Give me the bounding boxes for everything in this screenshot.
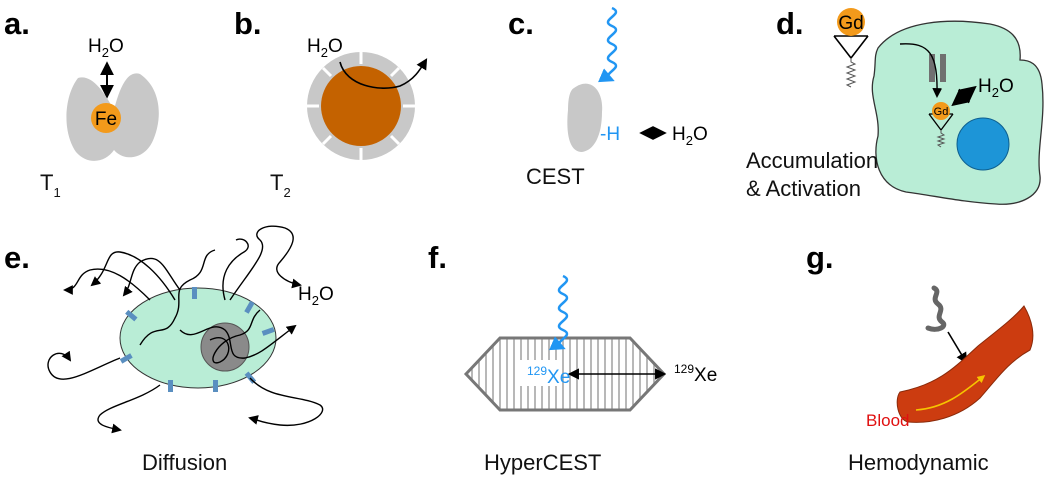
gd-label: Gd [838, 13, 863, 34]
gd-chelate-icon: Gd [833, 8, 869, 88]
panel-label-e: e. [4, 240, 30, 275]
xe-inside-label: 129Xe [527, 364, 570, 388]
diffusion-paths [47, 225, 324, 434]
caption-f: HyperCEST [484, 450, 601, 475]
cell-body [871, 20, 1044, 205]
caption-d-line1: Accumulation [746, 148, 878, 173]
squiggle-wave-icon [598, 6, 618, 83]
iron-oxide-core [321, 66, 401, 146]
caption-e: Diffusion [142, 450, 227, 475]
panel-label-g: g. [806, 240, 834, 275]
uptake-arrow [899, 43, 943, 98]
ion-channel-right [940, 54, 946, 82]
caption-a: T1 [40, 170, 61, 200]
exchangeable-proton: -H [600, 124, 620, 145]
panel-g: g. Blood Hemodynamic [806, 240, 1034, 475]
blood-flow-arrow [915, 374, 986, 411]
blood-label: Blood [866, 411, 909, 430]
coating-segments [307, 52, 415, 160]
panel-label-a: a. [4, 6, 30, 41]
panel-label-f: f. [428, 240, 447, 275]
delivery-arrow [947, 331, 968, 364]
caption-c: CEST [526, 164, 585, 189]
panel-f: f. 129Xe 129Xe HyperCEST [428, 240, 717, 475]
iron-label: Fe [95, 109, 117, 130]
gd-label-small: Gd [934, 106, 949, 118]
panel-a: a. H2O Fe T1 [4, 6, 159, 200]
water-label-d: H2O [978, 76, 1014, 100]
caption-g: Hemodynamic [848, 450, 989, 475]
contrast-agent-squiggle [925, 285, 947, 332]
panel-b: b. H2O T2 [234, 6, 428, 200]
caption-b: T2 [270, 170, 291, 200]
double-arrow-d [951, 85, 977, 107]
panel-label-c: c. [508, 6, 534, 41]
water-label-c: H2O [672, 124, 708, 148]
iron-center [91, 103, 121, 133]
cell-nucleus [956, 117, 1010, 171]
xe-outside-label: 129Xe [674, 362, 717, 386]
water-label-e: H2O [298, 284, 334, 308]
gd-activated-icon: Gd [928, 102, 954, 148]
squiggle-wave-icon-f [549, 274, 569, 351]
ion-channel-left [929, 54, 935, 82]
water-label-a: H2O [88, 36, 124, 60]
panel-label-b: b. [234, 6, 262, 41]
caption-d-line2: & Activation [746, 176, 861, 201]
panel-e: e. H2O Diffusion [4, 225, 334, 475]
panel-c: c. -H H2O CEST [508, 6, 708, 189]
xe-label-background [520, 360, 562, 386]
blood-vessel [896, 305, 1034, 423]
water-label-b: H2O [307, 36, 343, 60]
panel-label-d: d. [776, 6, 804, 41]
panel-d: d. Gd Gd H2O Accumulation & Activation [746, 6, 1044, 205]
molecule-shape-c [567, 83, 603, 152]
water-path-arrow [339, 58, 428, 89]
